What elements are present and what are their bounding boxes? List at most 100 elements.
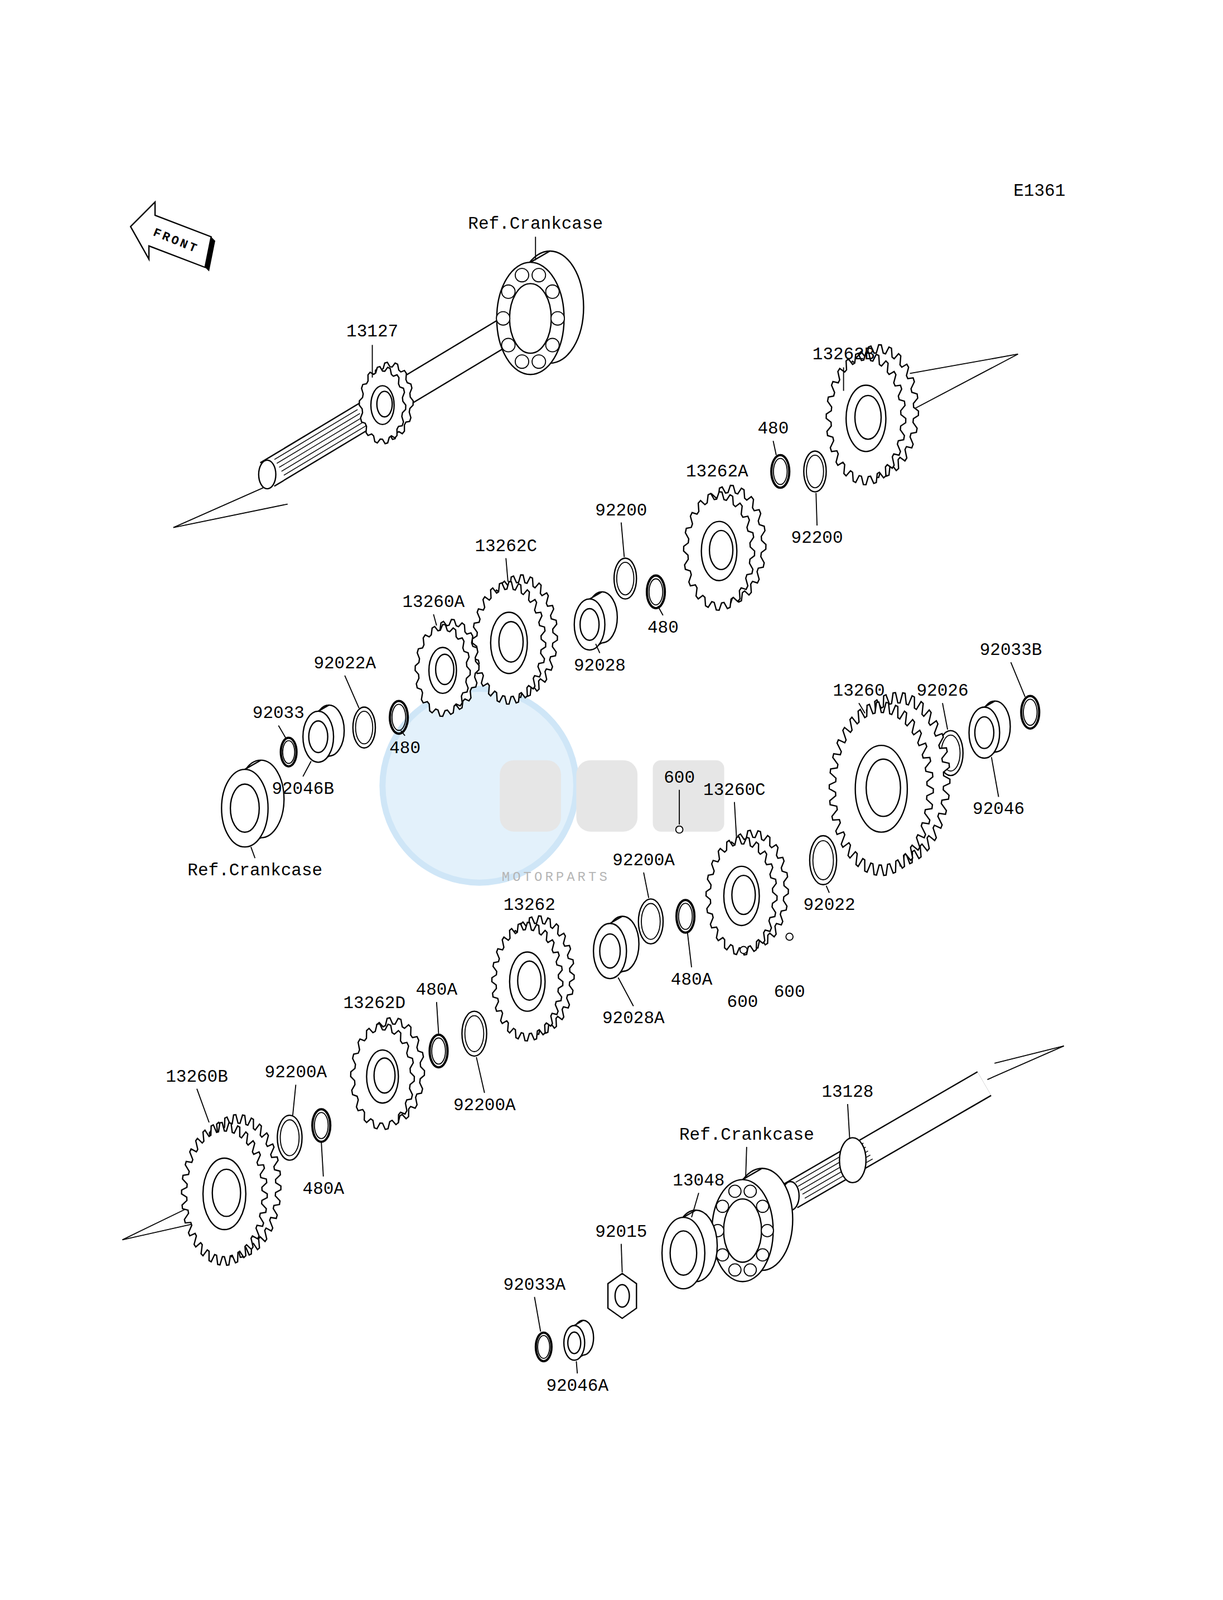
axis-line: [122, 1206, 190, 1240]
circlip: [676, 899, 695, 933]
bearing-ball: [728, 1263, 742, 1276]
gear-face: [350, 1023, 415, 1129]
leader-line: [436, 1001, 439, 1034]
leader-line: [643, 872, 649, 898]
ring-outline: [429, 1034, 448, 1068]
cyl-edge: [530, 250, 550, 263]
bearing-ball: [756, 1199, 770, 1212]
shaft-spline: [279, 417, 363, 468]
callout-number: 600: [725, 992, 761, 1012]
shaft-outline: [267, 331, 505, 475]
output-shaft: [781, 1083, 985, 1210]
leader-line: [687, 932, 692, 968]
bearing-ball: [743, 1263, 757, 1276]
watermark-logo: [382, 688, 725, 883]
leader-line: [858, 702, 865, 713]
ring-outline: [353, 707, 376, 748]
reference-label: Ref.Crankcase: [466, 213, 605, 234]
callout-number: 480: [645, 617, 681, 637]
cyl-edge: [318, 704, 330, 712]
gear-bore: [517, 960, 541, 1000]
axis-line: [173, 487, 264, 528]
bearing-ball: [515, 268, 529, 282]
leader-line: [344, 675, 360, 709]
cyl-edge: [574, 1320, 584, 1326]
leader-line: [250, 846, 255, 858]
circlip: [646, 575, 665, 609]
watermark-globe: [382, 688, 577, 883]
gear-bore: [854, 395, 882, 439]
gear-face: [359, 366, 406, 444]
gear-13262b: [826, 344, 919, 485]
callout-number: 92200: [789, 527, 845, 548]
callout-number: 480A: [669, 969, 714, 989]
callout-number: 480A: [414, 979, 459, 1000]
ring-outline: [535, 1332, 552, 1361]
ring-inner: [649, 578, 664, 605]
steel-ball: [675, 825, 684, 834]
cyl-edge: [244, 760, 261, 770]
shaft-body: [790, 1083, 985, 1196]
bearing-ball: [761, 1224, 774, 1237]
ring-inner: [678, 902, 693, 930]
ring-inner: [813, 840, 834, 880]
ring-inner: [465, 1015, 485, 1052]
gear-13260b: [181, 1114, 282, 1265]
cyl-face: [563, 1325, 585, 1360]
bearing-race: [221, 760, 284, 847]
callout-number: 92033B: [978, 640, 1044, 660]
ball-bearing: [496, 250, 584, 375]
circlip: [281, 737, 297, 766]
callout-number: 13262D: [341, 992, 408, 1013]
cyl-face: [712, 1178, 774, 1281]
cyl-bore: [308, 720, 328, 753]
ring-outline: [277, 1114, 302, 1160]
leader-line: [278, 724, 286, 738]
ring-outline: [803, 450, 826, 492]
cyl-edge: [683, 1209, 696, 1217]
gear-hub: [490, 611, 528, 674]
front-arrow-side: [205, 236, 216, 272]
leader-line: [505, 558, 509, 582]
callout-number: 13127: [344, 321, 400, 342]
leader-line: [1011, 661, 1026, 697]
cyl-face: [661, 1216, 705, 1289]
leader-lines: [196, 236, 1026, 1374]
cyl-bore: [599, 933, 621, 968]
leader-line: [302, 760, 312, 776]
ring-outline: [614, 558, 637, 599]
shaft-spline: [283, 424, 367, 476]
callout-number: 92015: [593, 1221, 649, 1241]
ring-outline: [389, 701, 408, 734]
callout-number: 92046: [970, 799, 1027, 819]
gear-face: [683, 491, 755, 611]
gear-hub: [723, 866, 760, 926]
ring-inner: [1023, 698, 1038, 725]
shaft-collar: [839, 1137, 867, 1182]
callout-number: 13262C: [472, 535, 539, 556]
washer: [277, 1114, 302, 1160]
callout-number: 92022A: [311, 653, 378, 673]
cyl-face: [969, 707, 1000, 758]
leader-line: [476, 1056, 485, 1093]
ring-inner: [282, 740, 296, 764]
callout-number: 92200A: [451, 1094, 518, 1115]
gear-bore: [435, 654, 454, 685]
ring-inner: [641, 902, 661, 939]
bearing-ball: [501, 338, 515, 352]
callout-number: 92026: [915, 680, 971, 701]
shaft-gear: [359, 361, 414, 444]
ring-inner: [314, 1112, 329, 1139]
needle-bearing: [969, 701, 1011, 758]
steel-ball: [785, 933, 794, 941]
callout-number: 92022: [801, 895, 857, 915]
needle-bearing: [302, 704, 345, 762]
bearing-ball: [501, 284, 515, 299]
bearing-ball: [756, 1248, 770, 1261]
washer: [638, 898, 664, 944]
needle-bearing: [593, 916, 640, 979]
ring-outline: [771, 455, 790, 488]
shaft-end: [258, 460, 277, 489]
needle-bearing: [574, 591, 618, 650]
gear-hub: [428, 647, 457, 694]
